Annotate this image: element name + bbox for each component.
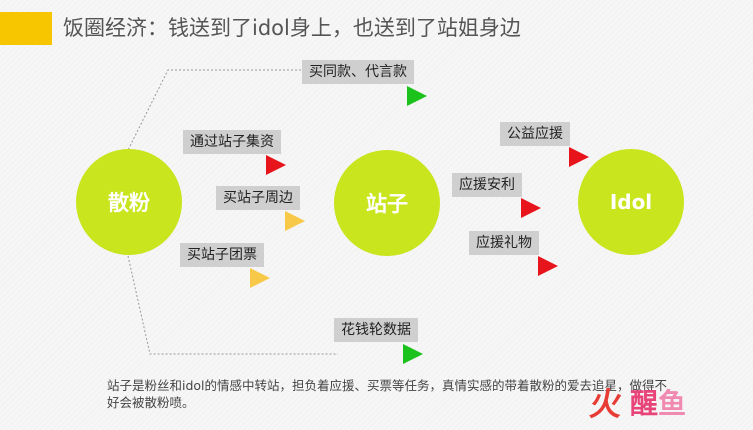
watermark-fire-glyph: 火 xyxy=(587,385,625,423)
label-public-support: 公益应援 xyxy=(500,122,570,146)
title-accent-bar xyxy=(0,12,52,45)
label-buy-endorsement: 买同款、代言款 xyxy=(302,60,414,84)
label-support-gifts: 应援礼物 xyxy=(469,231,539,255)
label-station-fundraise: 通过站子集资 xyxy=(183,130,281,154)
label-buy-merch: 买站子周边 xyxy=(216,186,300,210)
arrow-green-icon xyxy=(407,86,427,106)
arrow-red-icon xyxy=(538,256,558,276)
label-buy-group-tickets: 买站子团票 xyxy=(180,243,264,267)
label-data-rotation: 花钱轮数据 xyxy=(334,318,418,342)
label-support-care: 应援安利 xyxy=(452,173,522,197)
arrow-red-icon xyxy=(521,198,541,218)
node-idol: Idol xyxy=(578,149,684,255)
arrow-red-icon xyxy=(569,147,589,167)
watermark-char-2: 鱼 xyxy=(658,387,687,420)
watermark-logo: 火 醒 鱼 xyxy=(587,384,687,424)
description-text: 站子是粉丝和idol的情感中转站，担负着应援、买票等任务，真情实感的带着散粉的爱… xyxy=(107,378,668,410)
page-title: 饭圈经济：钱送到了idol身上，也送到了站姐身边 xyxy=(63,16,521,40)
watermark-char-1: 醒 xyxy=(630,387,659,420)
arrow-yellow-icon xyxy=(285,211,305,231)
node-station: 站子 xyxy=(334,150,440,256)
arrow-red-icon xyxy=(266,155,286,175)
arrow-yellow-icon xyxy=(250,268,270,288)
node-fans: 散粉 xyxy=(76,149,182,255)
arrow-green-icon xyxy=(403,344,423,364)
